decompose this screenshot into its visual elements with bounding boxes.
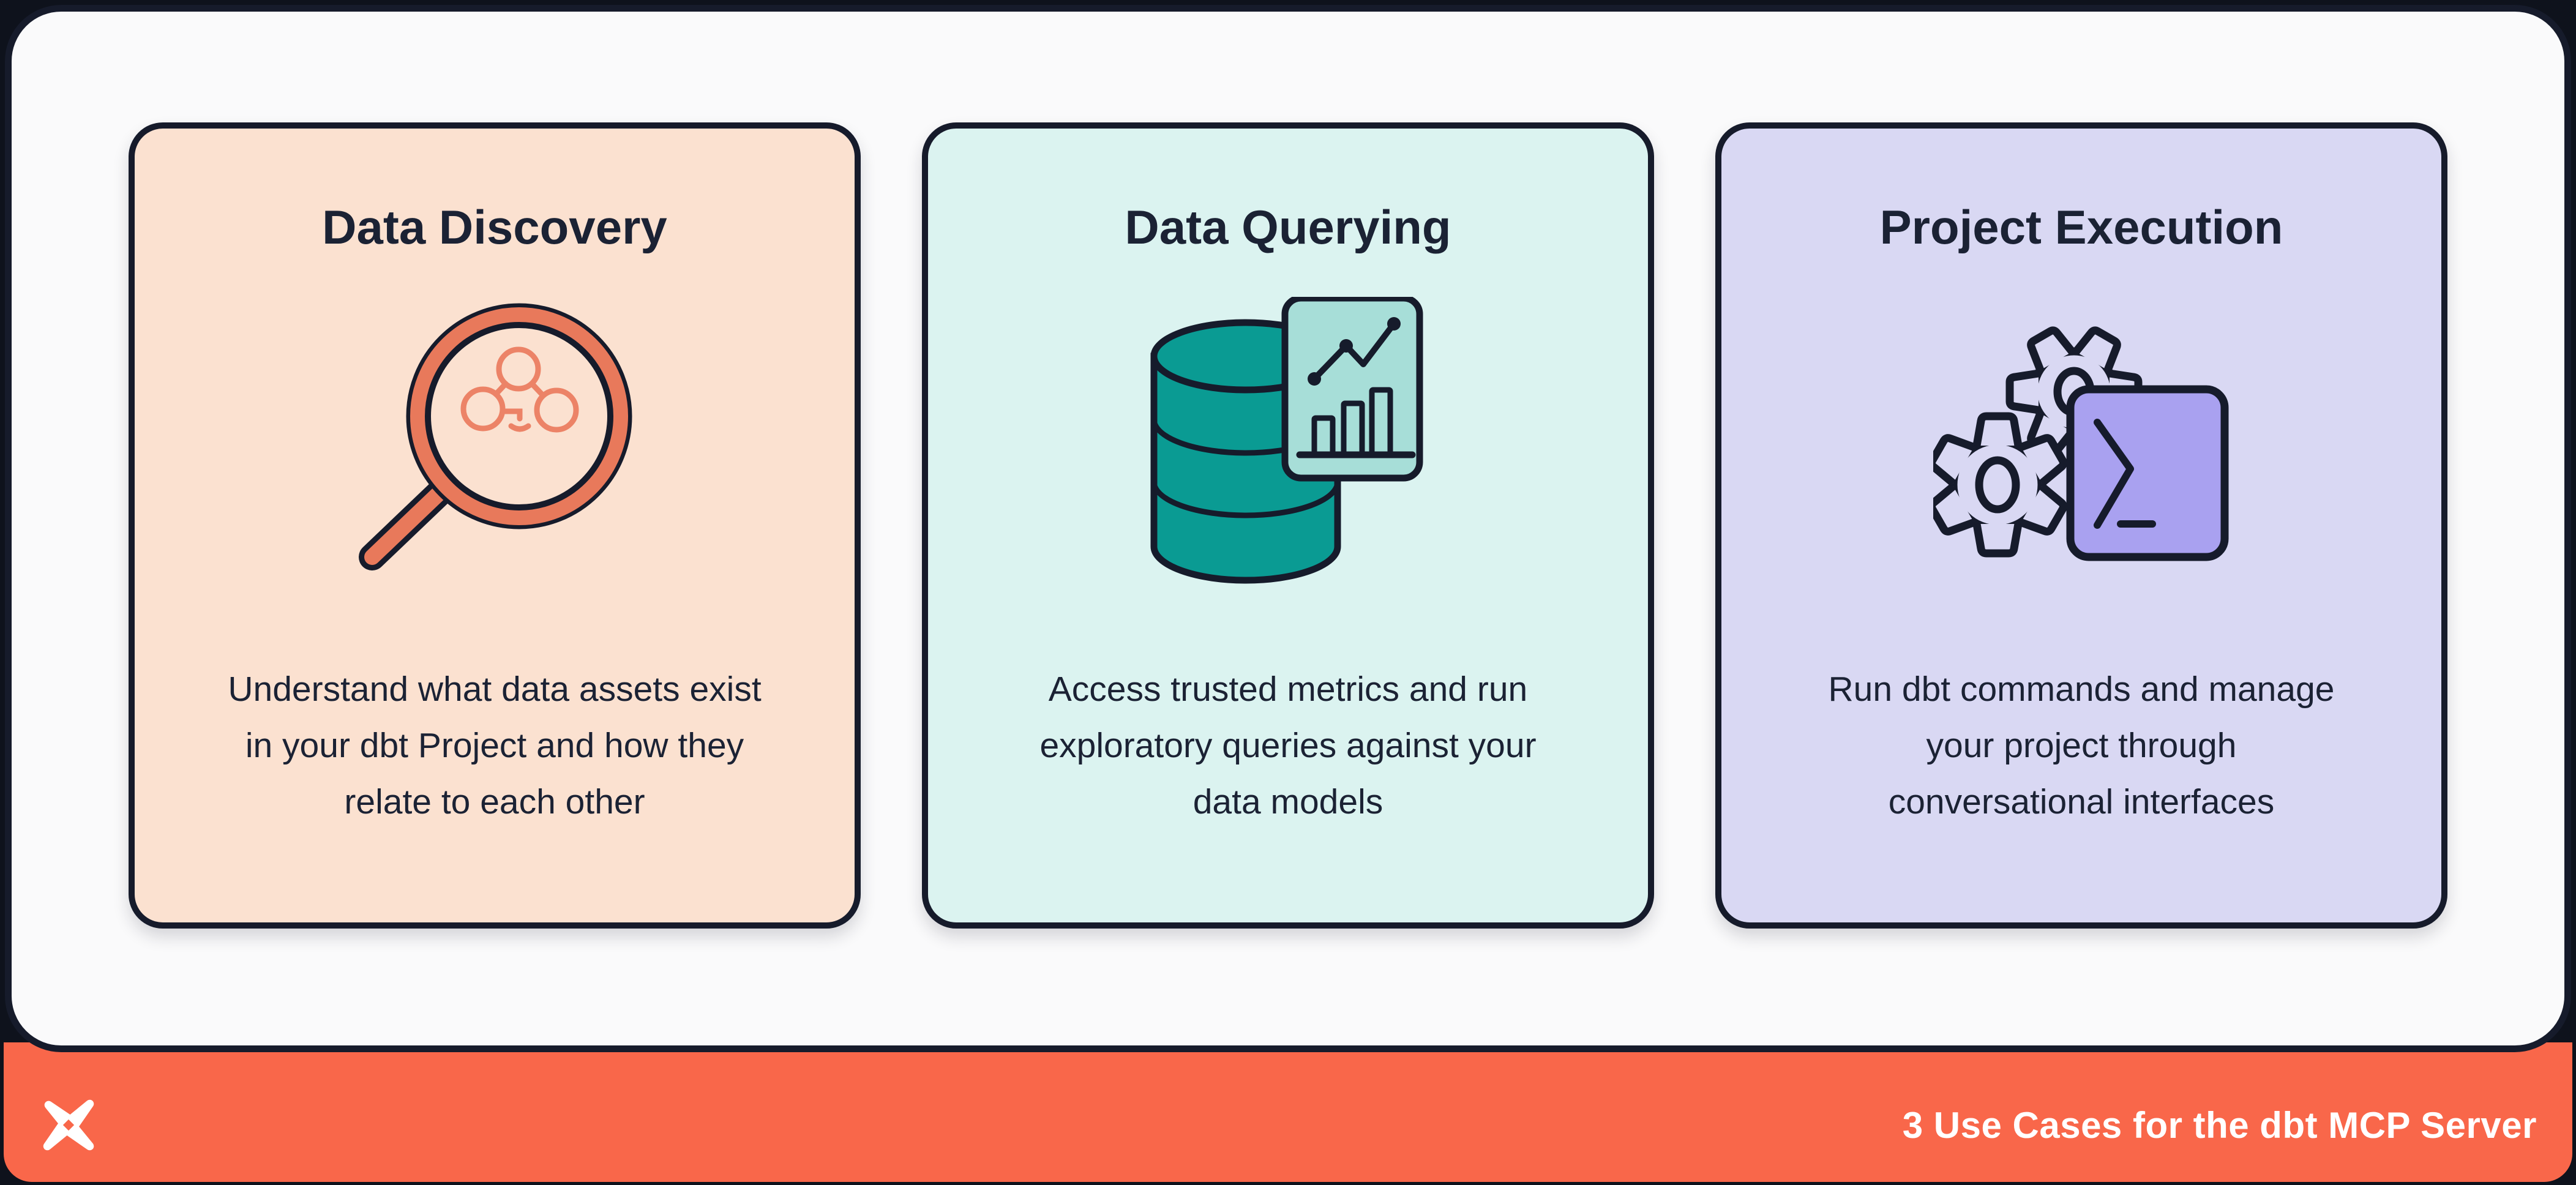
card-icon-area xyxy=(354,294,635,588)
footer-title: 3 Use Cases for the dbt MCP Server xyxy=(1902,1104,2537,1146)
line-chart-glyph xyxy=(1308,317,1401,386)
card-description: Understand what data assets exist in you… xyxy=(228,661,761,830)
card-icon-area xyxy=(1150,294,1426,588)
desc-line: Access trusted metrics and run xyxy=(1048,670,1528,709)
card-description: Run dbt commands and manage your project… xyxy=(1828,661,2334,830)
card-data-discovery: Data Discovery xyxy=(129,122,861,929)
database-chart-icon xyxy=(1150,297,1423,584)
desc-line: conversational interfaces xyxy=(1888,782,2275,821)
card-project-execution: Project Execution xyxy=(1715,122,2447,929)
desc-line: Run dbt commands and manage xyxy=(1828,670,2335,709)
magnifier-lineage-icon xyxy=(359,303,632,570)
cards-row: Data Discovery xyxy=(12,122,2564,929)
terminal-glyph xyxy=(2066,385,2228,561)
footer-band xyxy=(4,1042,2572,1182)
desc-line: Understand what data assets exist xyxy=(228,670,762,709)
content-panel: Data Discovery xyxy=(5,5,2571,1052)
card-title: Data Discovery xyxy=(322,200,667,254)
desc-line: relate to each other xyxy=(344,782,645,821)
desc-line: data models xyxy=(1193,782,1383,821)
desc-line: in your dbt Project and how they xyxy=(245,726,744,765)
bar-chart-glyph xyxy=(1296,387,1416,458)
footer: 3 Use Cases for the dbt MCP Server xyxy=(39,1071,2537,1179)
card-icon-area xyxy=(1933,294,2230,588)
card-title: Project Execution xyxy=(1879,200,2283,254)
card-description: Access trusted metrics and run explorato… xyxy=(1039,661,1536,830)
desc-line: exploratory queries against your xyxy=(1039,726,1537,765)
card-data-querying: Data Querying xyxy=(922,122,1654,929)
dbt-logo xyxy=(43,1099,94,1151)
gears-terminal-icon xyxy=(1933,326,2228,561)
gear-big xyxy=(1933,412,2067,558)
desc-line: your project through xyxy=(1926,726,2237,765)
card-title: Data Querying xyxy=(1125,200,1451,254)
